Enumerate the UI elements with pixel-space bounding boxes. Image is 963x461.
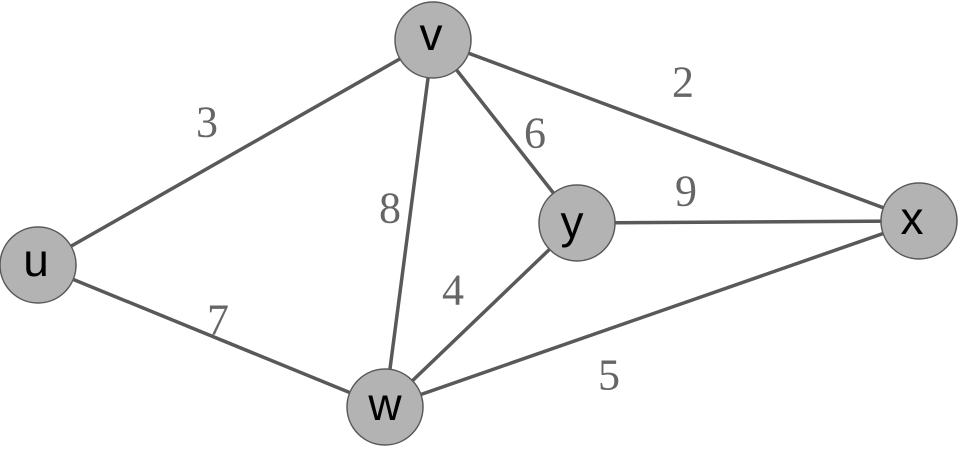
weight-v-x: 2 bbox=[672, 58, 694, 107]
node-u: u bbox=[0, 226, 77, 304]
node-v-label: v bbox=[420, 8, 443, 60]
node-y-circle bbox=[538, 184, 616, 262]
edge-w-x bbox=[383, 219, 921, 409]
edge-u-w bbox=[36, 263, 387, 409]
weight-v-y: 6 bbox=[524, 109, 546, 158]
weight-y-w: 4 bbox=[442, 266, 464, 315]
node-w-label: w bbox=[367, 378, 402, 430]
weight-u-v: 3 bbox=[196, 98, 218, 147]
edge-y-w bbox=[383, 221, 579, 409]
node-v: v bbox=[394, 1, 472, 79]
node-y: y bbox=[538, 184, 616, 262]
edge-y-x bbox=[575, 219, 921, 225]
nodes: v u y x w bbox=[0, 1, 958, 446]
node-w: w bbox=[346, 368, 424, 446]
edge-v-w bbox=[383, 38, 435, 409]
edge-u-v bbox=[36, 38, 435, 267]
weight-w-x: 5 bbox=[598, 351, 620, 400]
edge-weights: 3 2 6 8 9 4 7 5 bbox=[196, 58, 697, 400]
node-x-circle bbox=[880, 182, 958, 260]
edge-v-x bbox=[431, 38, 921, 223]
weight-y-x: 9 bbox=[675, 167, 697, 216]
weight-v-w: 8 bbox=[379, 184, 401, 233]
edges bbox=[36, 38, 921, 409]
node-x-label: x bbox=[901, 192, 924, 244]
node-u-label: u bbox=[23, 234, 49, 286]
node-u-circle bbox=[0, 226, 77, 304]
node-y-label: y bbox=[561, 196, 584, 248]
node-v-circle bbox=[394, 1, 472, 79]
weight-u-w: 7 bbox=[207, 296, 229, 345]
node-x: x bbox=[880, 182, 958, 260]
edge-v-y bbox=[431, 38, 579, 225]
node-w-circle bbox=[346, 368, 424, 446]
